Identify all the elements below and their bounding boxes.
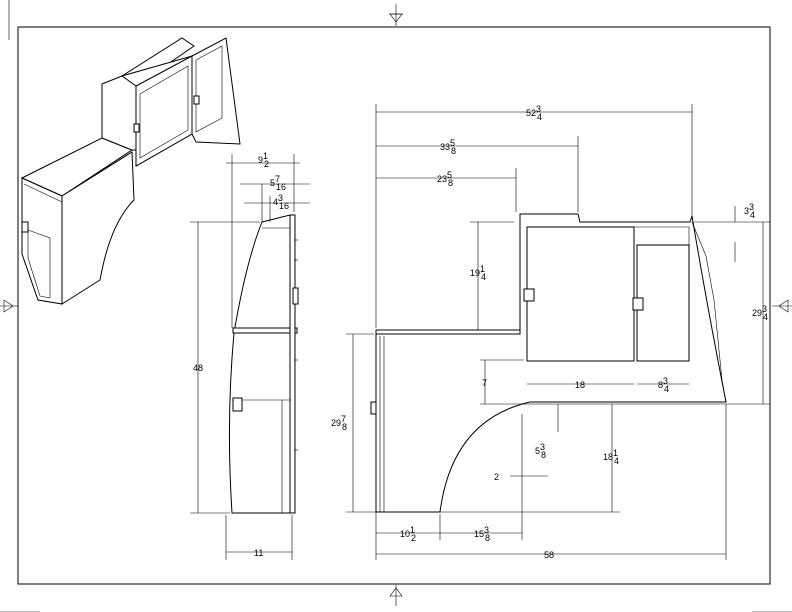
isometric-view (20, 37, 241, 305)
dim-2: 2 (494, 472, 499, 482)
centering-mark-left (0, 299, 18, 313)
side-view (228, 214, 299, 514)
dim-side-height: 48 (193, 363, 203, 373)
dimension-lines (190, 104, 770, 560)
centering-mark-bottom (389, 585, 403, 606)
dim-step-7: 7 (482, 378, 487, 388)
dim-panel-18: 18 (575, 380, 585, 390)
dim-side-depth: 11 (254, 548, 263, 558)
centering-mark-top (389, 4, 403, 26)
front-view (370, 213, 727, 513)
dim-overall-length: 58 (544, 550, 554, 560)
centering-mark-right (772, 299, 792, 313)
